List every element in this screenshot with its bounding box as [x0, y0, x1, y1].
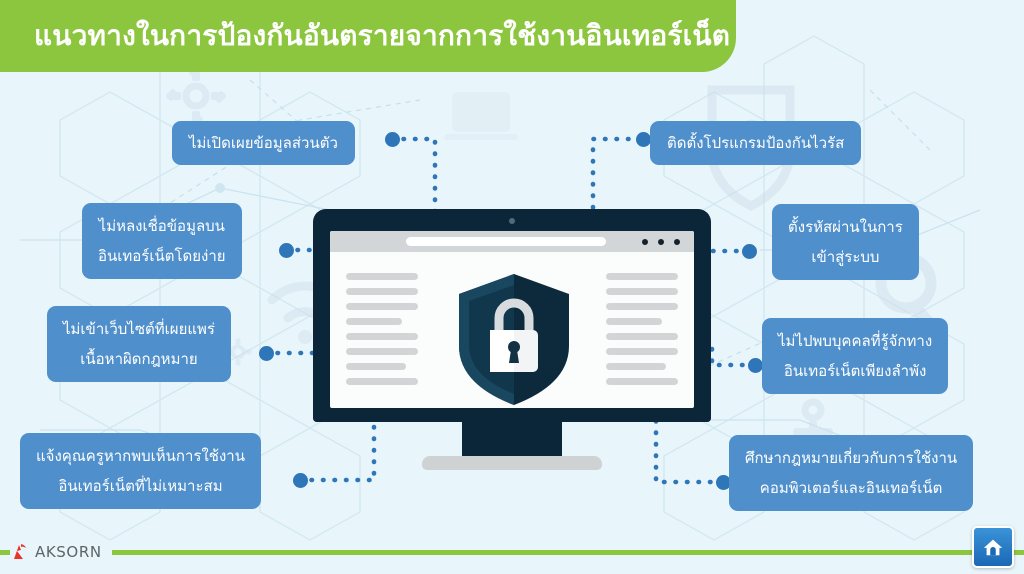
brand-name: AKSORN	[35, 543, 102, 561]
footer-divider	[0, 550, 1024, 555]
callout-avoid-illegal-sites[interactable]: ไม่เข้าเว็บไซต์ที่เผยแพร่ เนื้อหาผิดกฎหม…	[47, 306, 231, 382]
device-watermark	[444, 92, 518, 140]
connector-node	[748, 358, 763, 373]
shield-lock-illustration	[455, 272, 573, 407]
placeholder-line	[606, 318, 662, 325]
placeholder-line	[606, 333, 678, 340]
toolbar-dot	[642, 239, 648, 245]
connector-node	[259, 346, 274, 361]
placeholder-line	[606, 288, 678, 295]
placeholder-line	[346, 303, 418, 310]
toolbar-dot	[658, 239, 664, 245]
home-button[interactable]	[972, 526, 1014, 568]
connector-node	[716, 475, 731, 490]
placeholder-line	[346, 378, 418, 385]
callout-install-antivirus[interactable]: ติดตั้งโปรแกรมป้องกันไวรัส	[650, 121, 862, 165]
toolbar-dot	[674, 239, 680, 245]
header-band: แนวทางในการป้องกันอันตรายจากการใช้งานอิน…	[0, 0, 736, 72]
address-bar	[406, 237, 606, 246]
gear-watermark	[165, 65, 227, 127]
callout-set-password[interactable]: ตั้งรหัสผ่านในการ เข้าสู่ระบบ	[772, 204, 919, 280]
connector-node	[293, 473, 308, 488]
placeholder-line	[606, 303, 678, 310]
connector-node	[385, 132, 400, 147]
home-icon	[983, 539, 1003, 556]
placeholder-line	[346, 363, 406, 370]
webcam-icon	[509, 218, 515, 224]
callout-dont-meet-strangers[interactable]: ไม่ไปพบบุคคลที่รู้จักทาง อินเทอร์เน็ตเพี…	[762, 318, 949, 394]
placeholder-line	[346, 288, 418, 295]
callout-study-laws[interactable]: ศึกษากฎหมายเกี่ยวกับการใช้งาน คอมพิวเตอร…	[729, 435, 974, 511]
placeholder-line	[606, 348, 678, 355]
placeholder-line	[346, 273, 418, 280]
monitor-stand-neck	[462, 422, 562, 458]
connector-node	[742, 244, 757, 259]
browser-toolbar	[330, 231, 694, 252]
connector-node	[279, 243, 294, 258]
padlock-icon	[490, 298, 538, 372]
placeholder-line	[346, 348, 418, 355]
callout-dont-trust-info[interactable]: ไม่หลงเชื่อข้อมูลบน อินเทอร์เน็ตโดยง่าย	[82, 203, 242, 279]
brand-logo: AKSORN	[10, 540, 112, 564]
connector-node	[636, 132, 651, 147]
aksorn-mark-icon	[14, 544, 26, 559]
placeholder-line	[346, 318, 402, 325]
placeholder-line	[346, 333, 418, 340]
page-title: แนวทางในการป้องกันอันตรายจากการใช้งานอิน…	[34, 19, 731, 52]
monitor-stand-base	[422, 456, 602, 470]
callout-no-personal-info[interactable]: ไม่เปิดเผยข้อมูลส่วนตัว	[172, 121, 355, 165]
callout-tell-teacher[interactable]: แจ้งคุณครูหากพบเห็นการใช้งาน อินเทอร์เน็…	[20, 433, 261, 509]
placeholder-line	[606, 363, 666, 370]
placeholder-line	[606, 378, 678, 385]
monitor-bottom-bezel	[313, 408, 711, 422]
placeholder-line	[606, 273, 678, 280]
